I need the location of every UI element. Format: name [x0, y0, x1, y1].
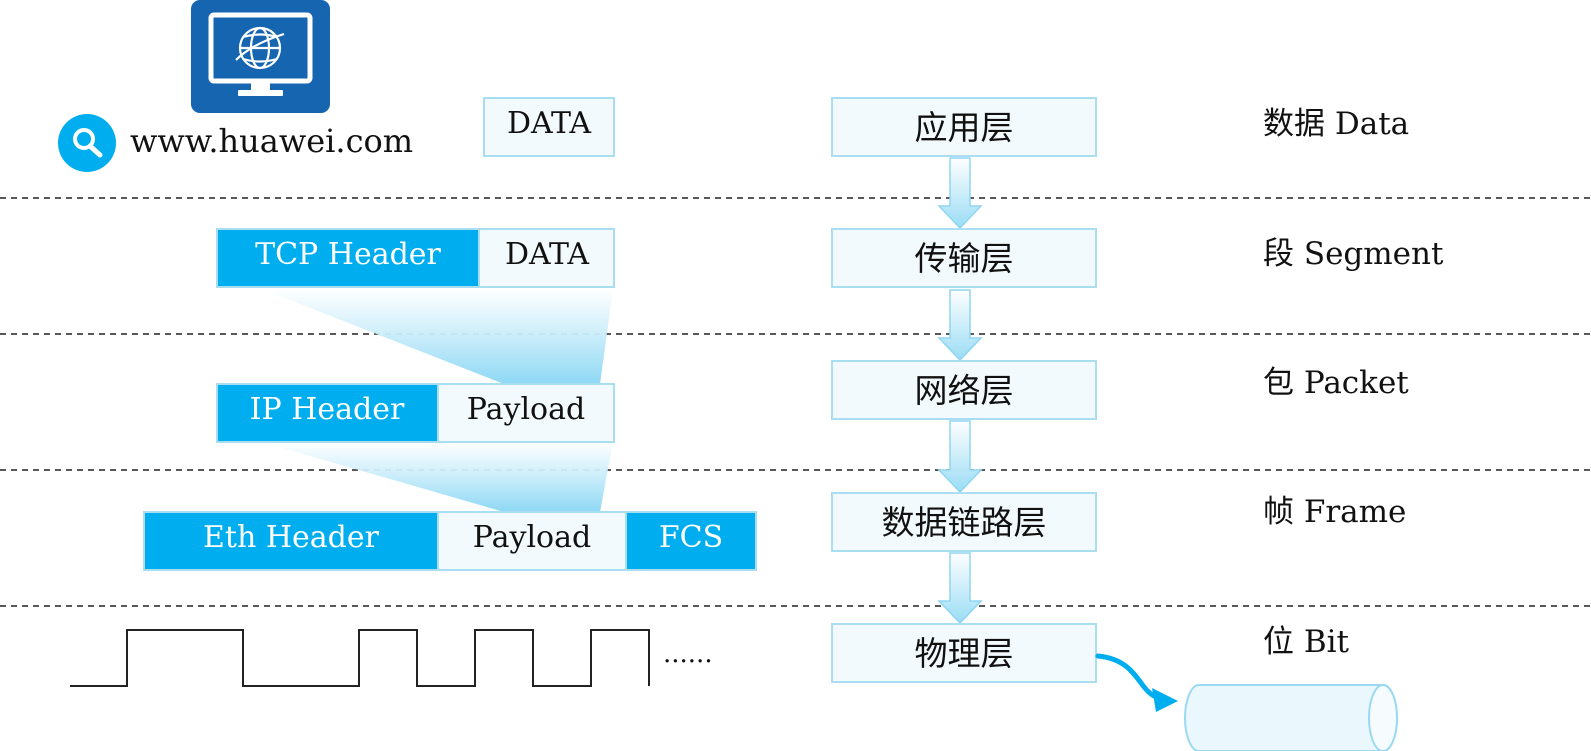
unit-labels: 数据 Data 段 Segment 包 Packet 帧 Frame 位 Bit: [1263, 106, 1444, 660]
cable-cylinder-icon: [1184, 684, 1398, 751]
unit-label: 帧 Frame: [1263, 494, 1406, 530]
eth-header-label: Eth Header: [203, 520, 380, 555]
layer-name: 网络层: [915, 371, 1014, 410]
data-block: [478, 228, 615, 288]
layer-name: 物理层: [915, 634, 1014, 673]
layer-dividers: [0, 197, 1591, 607]
down-arrow-icon: [937, 552, 983, 625]
layer-box: 物理层: [831, 623, 1097, 683]
down-arrow-icon: [937, 289, 983, 362]
fcs-block: [625, 511, 757, 571]
eth-header-block: [143, 511, 439, 571]
bit-square-wave: [70, 629, 650, 687]
curved-arrow-icon: [1095, 653, 1163, 701]
encapsulation-funnel: [262, 442, 613, 512]
unit-label: 位 Bit: [1263, 624, 1350, 660]
layer-box-frame: [831, 492, 1097, 552]
data-label: DATA: [507, 106, 591, 141]
layer-arrows: [937, 157, 983, 625]
layer-box-frame: [831, 228, 1097, 288]
ip-header-label: IP Header: [250, 392, 405, 427]
payload-label: Payload: [473, 520, 591, 555]
layer-box: 网络层: [831, 360, 1097, 420]
payload-block: [437, 511, 627, 571]
layer-box-frame: [831, 360, 1097, 420]
layer-box: 数据链路层: [831, 492, 1097, 552]
bit-ellipsis: ......: [663, 639, 713, 669]
layer-name: 数据链路层: [882, 503, 1047, 542]
unit-label: 数据 Data: [1263, 106, 1409, 142]
payload-block: [437, 383, 615, 443]
unit-label: 段 Segment: [1263, 236, 1444, 272]
url-text: www.huawei.com: [130, 122, 413, 160]
data-label: DATA: [505, 237, 589, 272]
ip-header-block: [216, 383, 439, 443]
fcs-label: FCS: [659, 520, 723, 555]
layer-box: 传输层: [831, 228, 1097, 288]
curved-arrow-head: [1152, 688, 1178, 712]
layer-name: 传输层: [915, 239, 1014, 278]
tcp-header-label: TCP Header: [255, 237, 441, 272]
tcp-header-block: [216, 228, 480, 288]
layer-name: 应用层: [915, 108, 1014, 147]
data-block: [483, 97, 615, 157]
payload-label: Payload: [467, 392, 585, 427]
down-arrow-icon: [937, 420, 983, 494]
computer-monitor-globe-icon: [191, 0, 330, 113]
layer-box-frame: [831, 97, 1097, 157]
down-arrow-icon: [937, 157, 983, 230]
encapsulation-funnel: [262, 289, 613, 384]
layer-box: 应用层: [831, 97, 1097, 157]
layer-box-frame: [831, 623, 1097, 683]
unit-label: 包 Packet: [1263, 365, 1409, 401]
magnifier-icon: [58, 114, 116, 172]
